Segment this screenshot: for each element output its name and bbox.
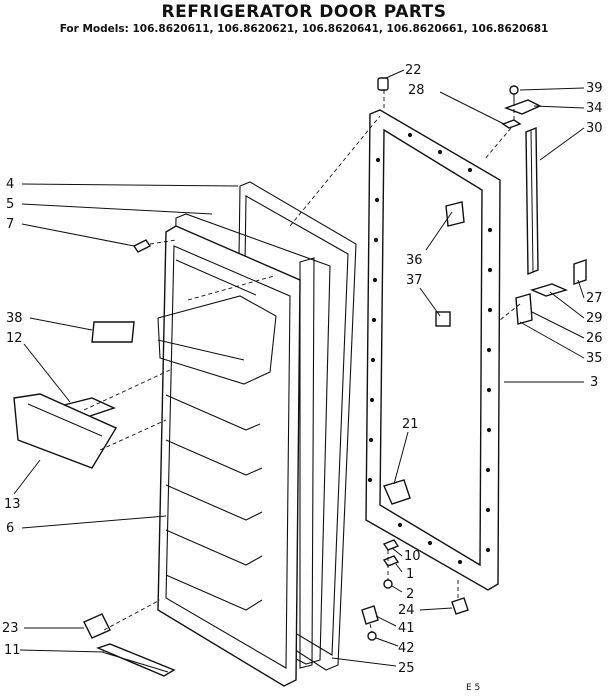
- leader-lines: [13, 69, 585, 667]
- callout-37: 37: [406, 273, 423, 288]
- callout-35: 35: [586, 351, 603, 366]
- callout-13: 13: [4, 497, 21, 512]
- callout-6: 6: [6, 521, 14, 536]
- callout-39: 39: [586, 81, 603, 96]
- small-parts: [13, 77, 587, 677]
- callout-7: 7: [6, 217, 14, 232]
- callout-23: 23: [2, 621, 19, 636]
- callout-22: 22: [405, 63, 422, 78]
- models-line: For Models: 106.8620611, 106.8620621, 10…: [59, 23, 549, 35]
- callout-41: 41: [398, 621, 415, 636]
- assembly-lines: [83, 90, 521, 633]
- callout-11: 11: [4, 643, 21, 658]
- door-liner-part: [157, 225, 301, 687]
- footer-code: E 5: [466, 683, 480, 693]
- callout-34: 34: [586, 101, 603, 116]
- callout-10: 10: [404, 549, 421, 564]
- callout-36: 36: [406, 253, 423, 268]
- callout-21: 21: [402, 417, 419, 432]
- callout-12: 12: [6, 331, 23, 346]
- callout-28: 28: [408, 83, 425, 98]
- callout-42: 42: [398, 641, 415, 656]
- callout-38: 38: [6, 311, 23, 326]
- diagram-title: REFRIGERATOR DOOR PARTS: [161, 2, 447, 22]
- callout-2: 2: [406, 587, 414, 602]
- callout-24: 24: [398, 603, 415, 618]
- callout-3: 3: [590, 375, 598, 390]
- callout-27: 27: [586, 291, 603, 306]
- callout-30: 30: [586, 121, 603, 136]
- callout-26: 26: [586, 331, 603, 346]
- door-frame-part: [365, 109, 501, 591]
- callout-labels: 22 28 39 34 30 4 5 7 36 37 38 12 27 29 2…: [2, 63, 603, 676]
- callout-1: 1: [406, 567, 414, 582]
- callout-5: 5: [6, 197, 14, 212]
- callout-29: 29: [586, 311, 603, 326]
- callout-4: 4: [6, 177, 14, 192]
- callout-25: 25: [398, 661, 415, 676]
